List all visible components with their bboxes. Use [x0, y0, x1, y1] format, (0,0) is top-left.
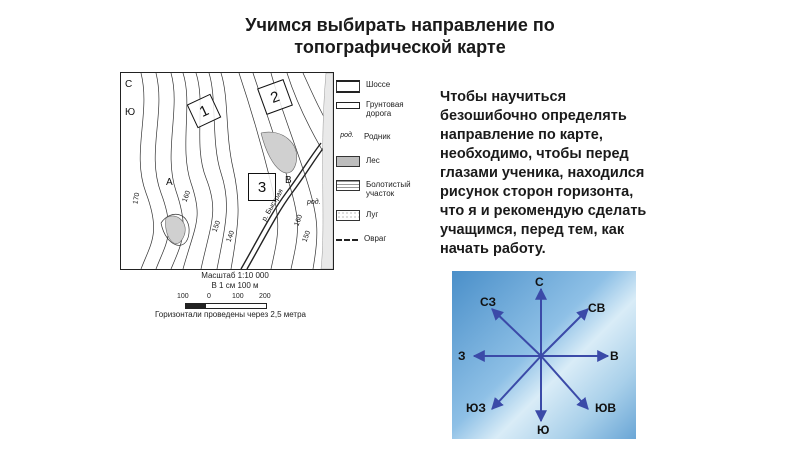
map-square-3: 3 — [248, 173, 276, 201]
legend-item-swamp: Болотистый участок — [336, 180, 418, 198]
scale-tick: 200 — [259, 293, 271, 300]
legend-item-forest: Лес — [336, 156, 380, 167]
map-south-marker: Ю — [125, 107, 136, 118]
text-line: что я и рекомендую сделать — [440, 203, 647, 219]
direction-e: В — [610, 349, 619, 363]
direction-nw: СЗ — [480, 295, 497, 309]
arrow-sw — [491, 355, 542, 410]
meadow-swatch — [336, 210, 360, 221]
spring-symbol: род. — [336, 132, 358, 141]
map-point-b: B — [285, 175, 292, 186]
map-scale: Масштаб 1:10 000 В 1 см 100 м 100 0 100 … — [155, 271, 315, 319]
contour-interval-note: Горизонтали проведены через 2,5 метра — [155, 310, 306, 319]
legend-item-dirt-road: Грунтовая дорога — [336, 100, 418, 118]
direction-se: ЮВ — [595, 401, 617, 415]
legend-item-spring: род. Родник — [336, 132, 390, 141]
scale-ratio: Масштаб 1:10 000 — [201, 271, 269, 280]
map-spring-label: род. — [307, 199, 321, 206]
forest-swatch — [336, 156, 360, 167]
arrow-ne — [540, 308, 589, 357]
page-title: Учимся выбирать направление по топографи… — [0, 14, 800, 58]
scale-tick: 100 — [177, 293, 189, 300]
text-line: безошибочно определять — [440, 108, 627, 124]
direction-s: Ю — [537, 423, 550, 437]
map-north-marker: С — [125, 79, 133, 90]
title-line-2: топографической карте — [294, 37, 506, 57]
scale-distance: В 1 см 100 м — [211, 281, 259, 290]
legend-item-highway: Шоссе — [336, 80, 390, 93]
scale-tick: 100 — [232, 293, 244, 300]
compass-rose: С СВ В ЮВ Ю ЮЗ З СЗ — [452, 271, 636, 439]
text-line: начать работу. — [440, 241, 546, 257]
text-line: глазами ученика, находился — [440, 165, 645, 181]
arrow-nw — [491, 308, 542, 357]
compass-arrows — [472, 287, 610, 423]
map-legend: Шоссе Грунтовая дорога род. Родник Лес Б… — [336, 80, 426, 260]
scale-bar — [185, 303, 267, 309]
topographic-map: С Ю 1 2 3 A B р. Быстрая род. 170 160 15… — [120, 72, 334, 270]
ravine-swatch — [336, 234, 358, 241]
contour-lines — [139, 73, 333, 269]
legend-item-ravine: Овраг — [336, 234, 386, 243]
direction-n: С — [535, 275, 544, 289]
arrow-se — [540, 355, 589, 410]
text-line: учащимся, перед тем, как — [440, 222, 625, 238]
text-line: необходимо, чтобы перед — [440, 146, 629, 162]
dirt-road-swatch — [336, 102, 360, 109]
text-line: рисунок сторон горизонта, — [440, 184, 634, 200]
legend-item-meadow: Луг — [336, 210, 378, 221]
highway-swatch — [336, 80, 360, 93]
direction-ne: СВ — [588, 301, 606, 315]
scale-tick: 0 — [207, 293, 211, 300]
direction-w: З — [458, 349, 466, 363]
map-point-a: A — [166, 177, 173, 188]
direction-sw: ЮЗ — [466, 401, 486, 415]
text-line: Чтобы научиться — [440, 89, 567, 105]
swamp-swatch — [336, 180, 360, 191]
title-line-1: Учимся выбирать направление по — [245, 15, 555, 35]
explanation-text: Чтобы научиться безошибочно определять н… — [440, 88, 790, 259]
text-line: направление по карте, — [440, 127, 603, 143]
